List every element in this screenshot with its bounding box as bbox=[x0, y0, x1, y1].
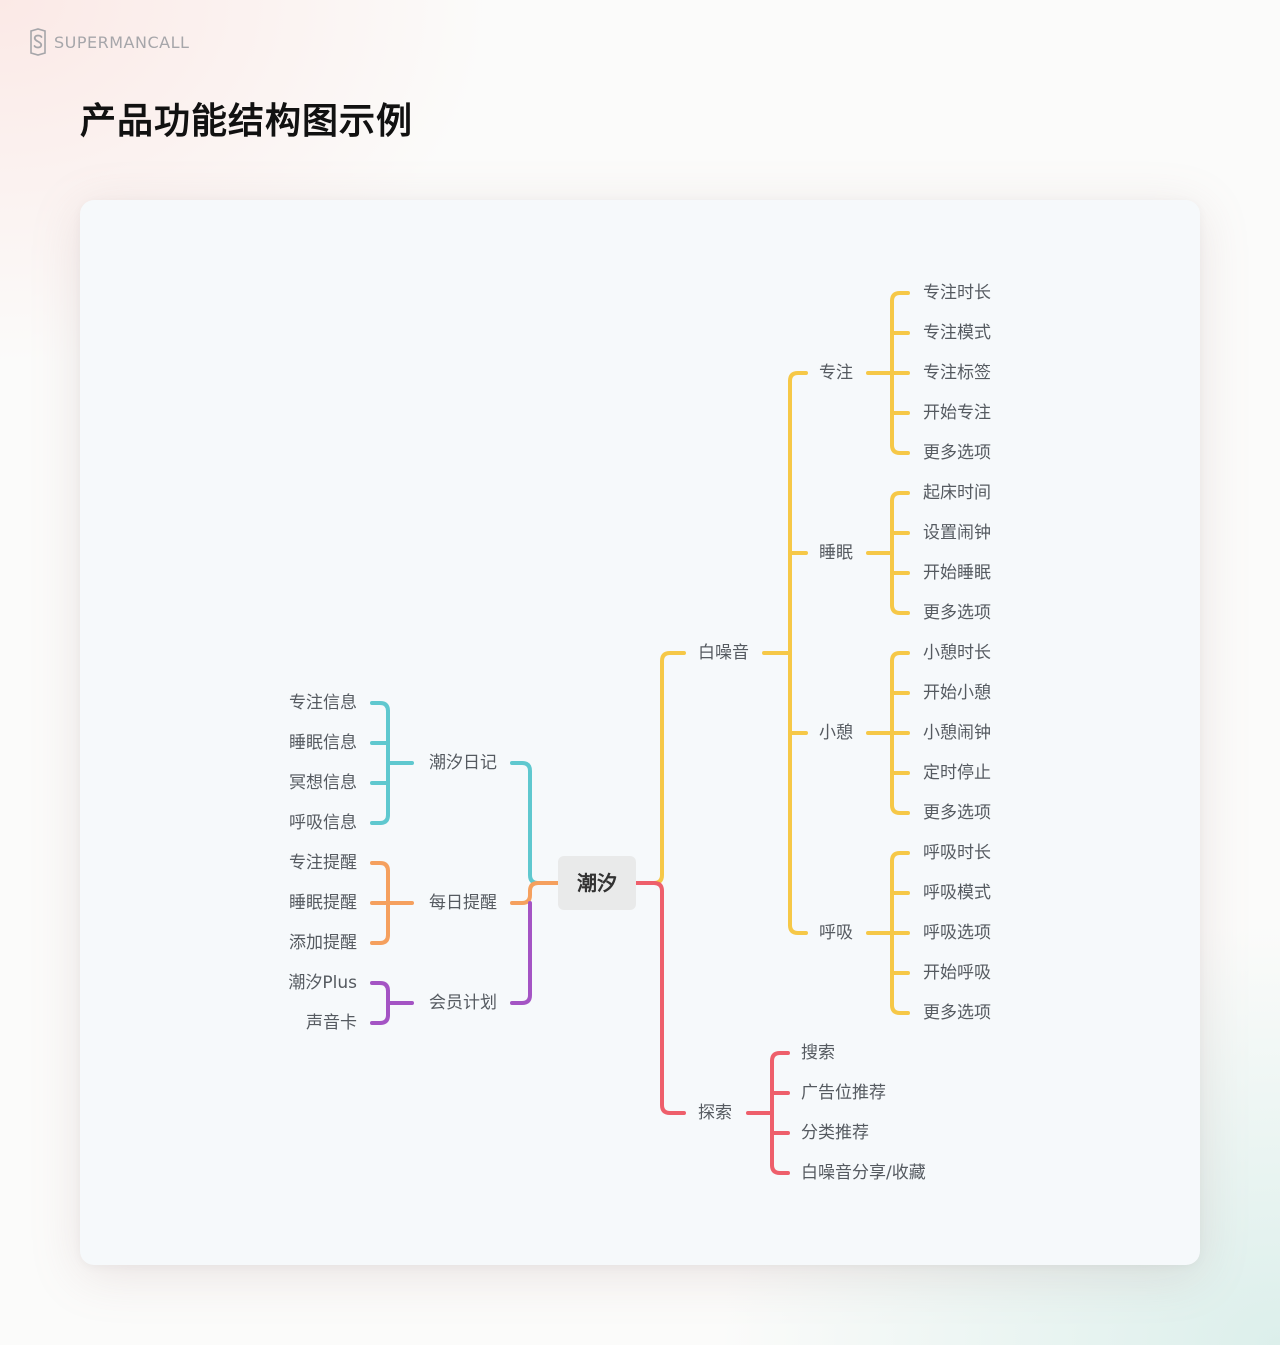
link-left-0-branch-0 bbox=[370, 701, 390, 713]
leaf-left-1-0: 专注提醒 bbox=[289, 853, 357, 873]
link-baizaoyin-branch-3 bbox=[788, 923, 808, 935]
node-tansuo: 探索 bbox=[698, 1103, 732, 1123]
link-root-chaoxiriji bbox=[510, 761, 560, 885]
leaf-3-4: 更多选项 bbox=[923, 1003, 991, 1023]
leaf-left-0-1: 睡眠信息 bbox=[289, 733, 357, 753]
link-l2-3-branch-0 bbox=[890, 851, 910, 863]
link-l2-1-branch-0 bbox=[890, 491, 910, 503]
root-node: 潮汐 bbox=[577, 871, 617, 895]
node-tansuo-3: 白噪音分享/收藏 bbox=[801, 1163, 926, 1183]
link-l2-1-branch-3 bbox=[890, 603, 910, 615]
node-l2-2: 小憩 bbox=[819, 723, 853, 743]
link-left-2-branch-1 bbox=[370, 1013, 390, 1025]
leaf-3-2: 呼吸选项 bbox=[923, 923, 991, 943]
leaf-left-0-0: 专注信息 bbox=[289, 693, 357, 713]
link-baizaoyin-branch-0 bbox=[788, 371, 808, 383]
mindmap-diagram: 潮汐白噪音探索专注专注时长专注模式专注标签开始专注更多选项睡眠起床时间设置闹钟开… bbox=[288, 283, 991, 1183]
link-l2-2-branch-4 bbox=[890, 803, 910, 815]
leaf-2-3: 定时停止 bbox=[923, 763, 991, 783]
node-tansuo-2: 分类推荐 bbox=[801, 1123, 869, 1143]
leaf-0-0: 专注时长 bbox=[923, 283, 991, 303]
leaf-3-3: 开始呼吸 bbox=[923, 963, 991, 983]
link-left-0-branch-3 bbox=[370, 813, 390, 825]
link-tansuo-branch-0 bbox=[770, 1051, 790, 1063]
leaf-1-2: 开始睡眠 bbox=[923, 563, 991, 583]
link-left-1-branch-2 bbox=[370, 933, 390, 945]
leaf-3-0: 呼吸时长 bbox=[923, 843, 991, 863]
leaf-0-3: 开始专注 bbox=[923, 403, 991, 423]
node-l2-1: 睡眠 bbox=[819, 543, 853, 563]
leaf-left-0-3: 呼吸信息 bbox=[289, 813, 357, 833]
leaf-1-3: 更多选项 bbox=[923, 603, 991, 623]
link-l2-2-branch-0 bbox=[890, 651, 910, 663]
leaf-1-1: 设置闹钟 bbox=[923, 523, 991, 543]
root-node-box bbox=[558, 856, 636, 910]
leaf-0-1: 专注模式 bbox=[923, 323, 991, 343]
leaf-0-2: 专注标签 bbox=[923, 363, 991, 383]
node-left-1: 每日提醒 bbox=[429, 893, 497, 913]
node-l2-0: 专注 bbox=[819, 363, 853, 383]
leaf-2-0: 小憩时长 bbox=[923, 643, 991, 663]
leaf-left-1-2: 添加提醒 bbox=[289, 933, 357, 953]
mindmap-card: 潮汐白噪音探索专注专注时长专注模式专注标签开始专注更多选项睡眠起床时间设置闹钟开… bbox=[80, 200, 1200, 1265]
link-root-huiyuanjihua bbox=[510, 901, 532, 1005]
node-left-2: 会员计划 bbox=[429, 993, 497, 1013]
link-l2-0-branch-4 bbox=[890, 443, 910, 455]
link-left-2-branch-0 bbox=[370, 981, 390, 993]
leaf-2-2: 小憩闹钟 bbox=[923, 723, 991, 743]
leaf-left-2-0: 潮汐Plus bbox=[288, 973, 357, 993]
node-left-0: 潮汐日记 bbox=[429, 753, 497, 773]
page-title: 产品功能结构图示例 bbox=[80, 101, 414, 142]
s-logo-icon bbox=[30, 28, 46, 56]
brand-name: SUPERMANCALL bbox=[54, 32, 190, 52]
link-l2-0-branch-0 bbox=[890, 291, 910, 303]
node-baizaoyin: 白噪音 bbox=[698, 643, 749, 663]
link-root-tansuo bbox=[634, 881, 686, 1115]
node-tansuo-0: 搜索 bbox=[801, 1043, 835, 1063]
leaf-left-1-1: 睡眠提醒 bbox=[289, 893, 357, 913]
node-tansuo-1: 广告位推荐 bbox=[801, 1083, 886, 1103]
link-tansuo-branch-3 bbox=[770, 1163, 790, 1175]
brand-header: SUPERMANCALL bbox=[28, 28, 189, 56]
leaf-left-2-1: 声音卡 bbox=[306, 1013, 357, 1033]
leaf-2-1: 开始小憩 bbox=[923, 683, 991, 703]
leaf-1-0: 起床时间 bbox=[923, 483, 991, 503]
link-l2-3-branch-4 bbox=[890, 1003, 910, 1015]
leaf-left-0-2: 冥想信息 bbox=[289, 773, 357, 793]
link-root-meiritixing bbox=[510, 881, 560, 905]
link-left-1-branch-0 bbox=[370, 861, 390, 873]
node-l2-3: 呼吸 bbox=[819, 923, 853, 943]
link-root-baizaoyin bbox=[634, 651, 686, 885]
leaf-0-4: 更多选项 bbox=[923, 443, 991, 463]
leaf-3-1: 呼吸模式 bbox=[923, 883, 991, 903]
leaf-2-4: 更多选项 bbox=[923, 803, 991, 823]
